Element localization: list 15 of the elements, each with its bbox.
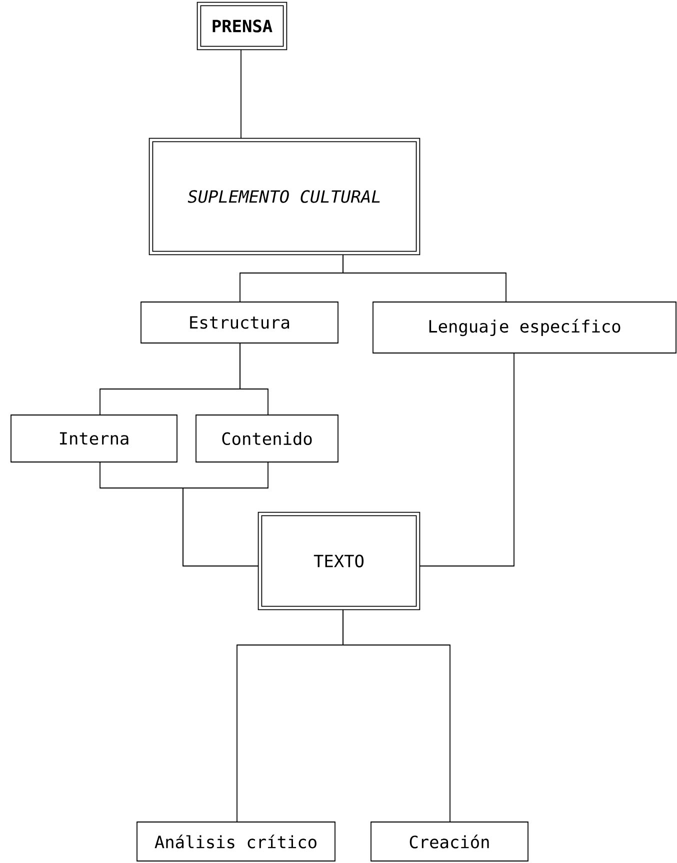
connector-line — [342, 254, 506, 302]
process-box: Lenguaje específico — [372, 302, 676, 354]
connector-line — [240, 342, 268, 416]
process-box: Estructura — [140, 302, 338, 344]
process-box: Contenido — [196, 414, 338, 462]
connector-line — [342, 610, 450, 822]
connector-line — [182, 462, 268, 566]
connector-line — [420, 352, 514, 566]
double-box: SUPLEMENTO CULTURAL — [148, 138, 420, 256]
process-box: Creación — [370, 822, 528, 862]
double-box: PRENSA — [196, 2, 288, 50]
process-box: Análisis crítico — [136, 822, 336, 862]
connector-line — [240, 50, 242, 138]
process-box: Interna — [10, 414, 178, 462]
double-box: TEXTO — [258, 512, 420, 610]
